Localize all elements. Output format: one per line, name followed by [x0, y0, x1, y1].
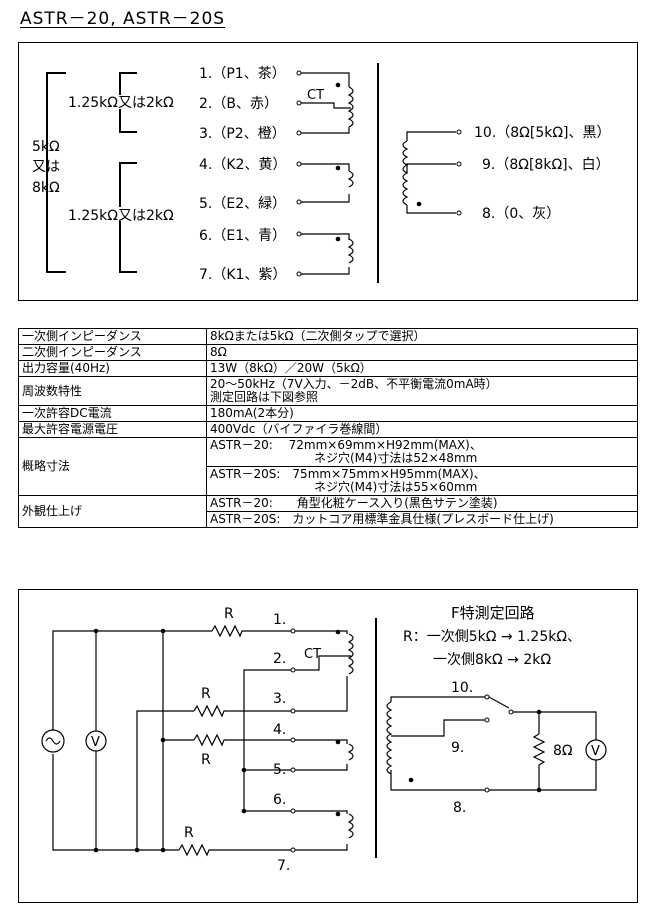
size-line: ネジ穴(M4)寸法は52×48mm [314, 451, 478, 465]
load-label: 8Ω [553, 743, 573, 759]
pin-2-label: 2.（B、赤） [199, 96, 278, 112]
spec-key: 最大許容電源電圧 [18, 421, 207, 438]
spec-row: ASTR－20S: カットコア用標準金具仕様(プレスボード仕上げ) [19, 511, 638, 528]
spec-value: 13W（8kΩ）／20W（5kΩ） [206, 360, 638, 377]
spec-key: 二次側インピーダンス [18, 344, 207, 361]
spec-value: 8Ω [206, 344, 638, 361]
pin-1: 1. [273, 612, 286, 628]
pin-5: 5. [273, 762, 286, 778]
ct-label: CT [307, 88, 324, 103]
left-label-8k: 8kΩ [32, 180, 60, 196]
voltmeter-output-icon [585, 739, 607, 761]
r-label-3: R [201, 752, 211, 768]
size-line: ASTR－20: 72mm×69mm×H92mm(MAX)、 [210, 438, 482, 452]
pin-4-label: 4.（K2、黄） [199, 156, 286, 173]
spec-key: 外観仕上げ [18, 495, 207, 528]
spec-key: 概略寸法 [18, 437, 207, 496]
size-line: ASTR－20S: 75mm×75mm×H95mm(MAX)、 [210, 467, 486, 481]
pin-2: 2. [273, 651, 286, 667]
winding-diagram: 5kΩ 又は 8kΩ 1.25kΩ又は2kΩ 1.25kΩ又は2kΩ 1.（P1… [18, 42, 638, 301]
sec-pin-8-label: 8.（0、灰） [482, 206, 560, 222]
left-label-5k: 5kΩ [32, 139, 60, 155]
spec-row: 出力容量(40Hz)13W（8kΩ）／20W（5kΩ） [18, 360, 638, 377]
circuit-note-2: 一次側8kΩ → 2kΩ [433, 652, 551, 668]
pin-5-label: 5.（E2、緑） [199, 196, 286, 212]
measurement-circuit: V V R R R R 1. 2. 3. 4. 5. 6. 7. CT 10. … [18, 589, 638, 903]
pin-1-label: 1.（P1、茶） [199, 66, 286, 82]
spec-value-line: 測定回路は下図参照 [210, 390, 319, 404]
spec-value-line: 20～50kHz（7V入力、－2dB、不平衡電流0mA時） [210, 377, 498, 391]
r-label-4: R [184, 825, 194, 841]
spec-key: 一次許容DC電流 [18, 405, 207, 422]
spec-value: ASTR－20S: カットコア用標準金具仕様(プレスボード仕上げ) [206, 511, 638, 528]
r-label-1: R [224, 606, 234, 622]
voltmeter-input-icon [85, 730, 107, 752]
pin-6-label: 6.（E1、青） [199, 228, 286, 244]
page-title: ASTR－20, ASTR－20S [20, 9, 226, 29]
spec-value: ASTR－20: 72mm×69mm×H92mm(MAX)、ネジ穴(M4)寸法は… [206, 437, 638, 467]
spec-key: 出力容量(40Hz) [18, 360, 207, 377]
ct-label: CT [304, 647, 321, 662]
spec-value: ASTR－20S: 75mm×75mm×H95mm(MAX)、ネジ穴(M4)寸法… [206, 466, 638, 496]
circuit-title: F特測定回路 [451, 604, 535, 622]
pin-4: 4. [273, 722, 286, 738]
sec-pin-9: 9. [451, 740, 464, 756]
tap-label-upper: 1.25kΩ又は2kΩ [68, 95, 174, 111]
pin-7-label: 7.（K1、紫） [199, 267, 286, 283]
circuit-note-1: R：一次側5kΩ → 1.25kΩ、 [403, 629, 581, 645]
spec-value: 180mA(2本分) [206, 405, 638, 422]
sec-pin-10: 10. [451, 680, 473, 696]
spec-value: 20～50kHz（7V入力、－2dB、不平衡電流0mA時）測定回路は下図参照 [206, 376, 638, 406]
sec-pin-10-label: 10.（8Ω[5kΩ]、黒） [474, 125, 611, 141]
r-label-2: R [201, 686, 211, 702]
sec-pin-8: 8. [453, 800, 466, 816]
size-line: ネジ穴(M4)寸法は55×60mm [314, 480, 478, 494]
measurement-circuit-svg: V V R R R R 1. 2. 3. 4. 5. 6. 7. CT 10. … [41, 604, 607, 874]
spec-key: 周波数特性 [18, 376, 207, 406]
spec-value: 400Vdc（バイファイラ巻線間） [206, 421, 638, 438]
pin-3-label: 3.（P2、橙） [199, 126, 286, 142]
pin-7: 7. [277, 858, 290, 874]
spec-key: 一次側インピーダンス [18, 328, 207, 345]
left-label-or: 又は [32, 159, 60, 175]
sec-pin-9-label: 9.（8Ω[8kΩ]、白） [482, 157, 610, 173]
pin-6: 6. [273, 792, 286, 808]
meter-in-label: V [91, 735, 100, 750]
meter-out-label: V [591, 744, 600, 759]
spec-value: ASTR－20: 角型化粧ケース入り(黒色サテン塗装) [206, 495, 638, 512]
tap-label-lower: 1.25kΩ又は2kΩ [68, 208, 174, 224]
winding-diagram-svg: 5kΩ 又は 8kΩ 1.25kΩ又は2kΩ 1.25kΩ又は2kΩ 1.（P1… [32, 63, 611, 283]
pin-3: 3. [273, 691, 286, 707]
spec-value: 8kΩまたは5kΩ（二次側タップで選択） [206, 328, 638, 345]
